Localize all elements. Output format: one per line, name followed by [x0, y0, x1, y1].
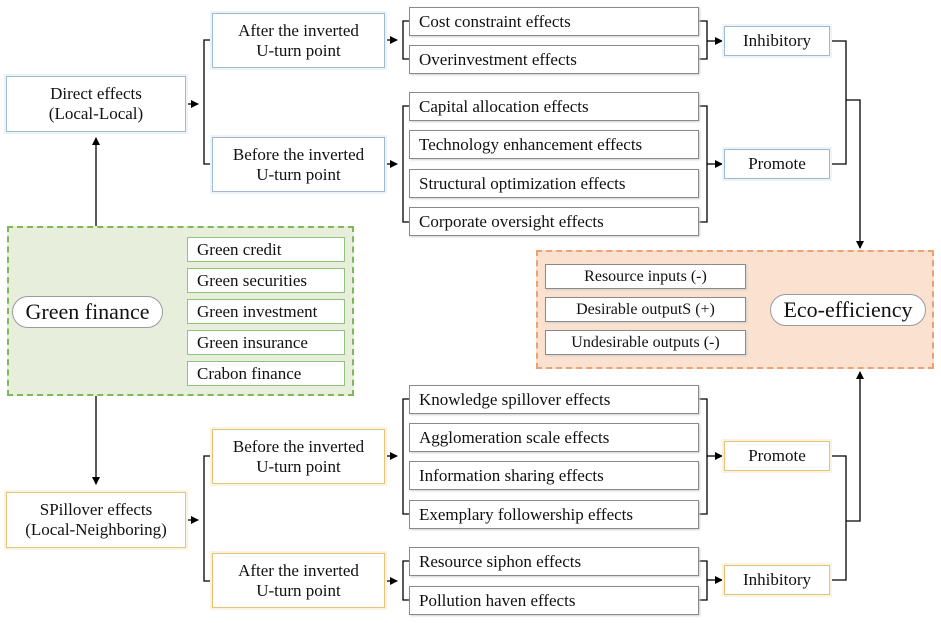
arrow-top-to-eco	[846, 99, 864, 249]
direct-after-uturn-box: After the inverted U-turn point	[212, 13, 385, 68]
direct-inhibitory-box: Inhibitory	[724, 26, 830, 56]
bracket-bottom-results	[830, 455, 847, 581]
effect-resource-siphon: Resource siphon effects	[409, 547, 699, 576]
direct-promote-box: Promote	[724, 149, 830, 179]
bracket-spill-before	[402, 398, 409, 515]
effect-agglomeration-scale: Agglomeration scale effects	[409, 423, 699, 452]
spill-before-uturn-box: Before the inverted U-turn point	[212, 429, 385, 484]
eco-item-desirable-outputs: Desirable outputS (+)	[545, 297, 746, 322]
effect-information-sharing: Information sharing effects	[409, 461, 699, 490]
bracket-spillover	[203, 455, 212, 582]
effect-structural-optimization: Structural optimization effects	[409, 169, 699, 198]
spillover-effects-box: SPillover effects (Local-Neighboring)	[6, 492, 186, 548]
effect-cost-constraint: Cost constraint effects	[409, 7, 699, 36]
green-item-investment: Green investment	[187, 299, 345, 324]
eco-efficiency-label: Eco-efficiency	[770, 294, 926, 326]
eco-item-resource-inputs: Resource inputs (-)	[545, 264, 746, 289]
green-item-credit: Green credit	[187, 237, 345, 262]
green-item-securities: Green securities	[187, 268, 345, 293]
direct-before-uturn-box: Before the inverted U-turn point	[212, 137, 385, 192]
effect-capital-allocation: Capital allocation effects	[409, 92, 699, 121]
green-item-insurance: Green insurance	[187, 330, 345, 355]
effect-exemplary-followership: Exemplary followership effects	[409, 500, 699, 529]
effect-corporate-oversight: Corporate oversight effects	[409, 207, 699, 236]
bracket-direct-after	[402, 20, 409, 60]
bracket-direct-before	[402, 105, 409, 223]
bracket-spill-before-right	[699, 398, 708, 515]
effect-technology-enhancement: Technology enhancement effects	[409, 130, 699, 159]
bracket-spill-after-right	[699, 560, 708, 601]
effect-knowledge-spillover: Knowledge spillover effects	[409, 385, 699, 414]
green-finance-label: Green finance	[12, 296, 163, 328]
bracket-top-results	[830, 40, 847, 165]
bracket-direct-before-right	[699, 105, 708, 223]
direct-effects-box: Direct effects (Local-Local)	[6, 76, 186, 132]
bracket-spill-after	[402, 560, 409, 601]
effect-pollution-haven: Pollution haven effects	[409, 586, 699, 615]
bracket-direct-after-right	[699, 20, 708, 60]
green-item-carbon-finance: Crabon finance	[187, 361, 345, 386]
bracket-direct	[203, 39, 212, 165]
effect-overinvestment: Overinvestment effects	[409, 45, 699, 74]
spill-inhibitory-box: Inhibitory	[724, 565, 830, 595]
arrow-bottom-to-eco	[846, 371, 864, 522]
eco-item-undesirable-outputs: Undesirable outputs (-)	[545, 330, 746, 355]
spill-promote-box: Promote	[724, 441, 830, 471]
spill-after-uturn-box: After the inverted U-turn point	[212, 553, 385, 608]
